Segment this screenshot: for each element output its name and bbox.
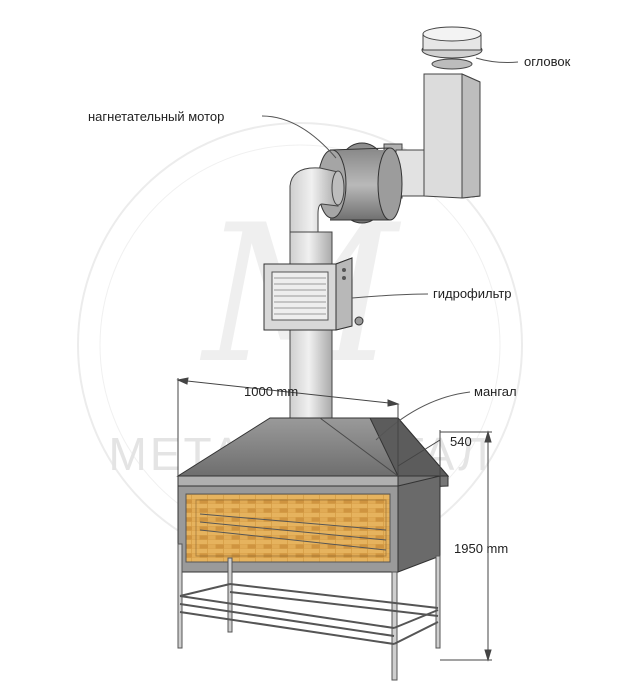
dimension-lines xyxy=(176,377,492,662)
leader-filter xyxy=(351,293,429,299)
chimney-cap xyxy=(421,26,483,70)
hood xyxy=(176,417,450,489)
pipe-elbow xyxy=(289,167,345,241)
leader-lines xyxy=(261,57,519,441)
label-motor: нагнетательный мотор xyxy=(88,109,224,124)
hydro-filter xyxy=(263,257,364,331)
depth-dimension-line xyxy=(397,439,441,467)
grill-body xyxy=(177,475,441,573)
label-grill: мангал xyxy=(474,384,517,399)
leader-cap xyxy=(475,57,519,63)
label-filter: гидрофильтр xyxy=(433,286,512,301)
dimension-width: 1000 mm xyxy=(244,384,298,399)
main-pipe xyxy=(289,231,333,427)
leader-grill xyxy=(375,391,471,441)
width-dimension-line xyxy=(177,379,399,405)
dimension-height: 1950 mm xyxy=(454,541,508,556)
leader-motor xyxy=(261,115,337,159)
dimension-depth: 540 xyxy=(450,434,472,449)
label-cap: огловок xyxy=(524,54,571,69)
stand xyxy=(177,543,441,681)
upper-duct xyxy=(423,73,481,199)
